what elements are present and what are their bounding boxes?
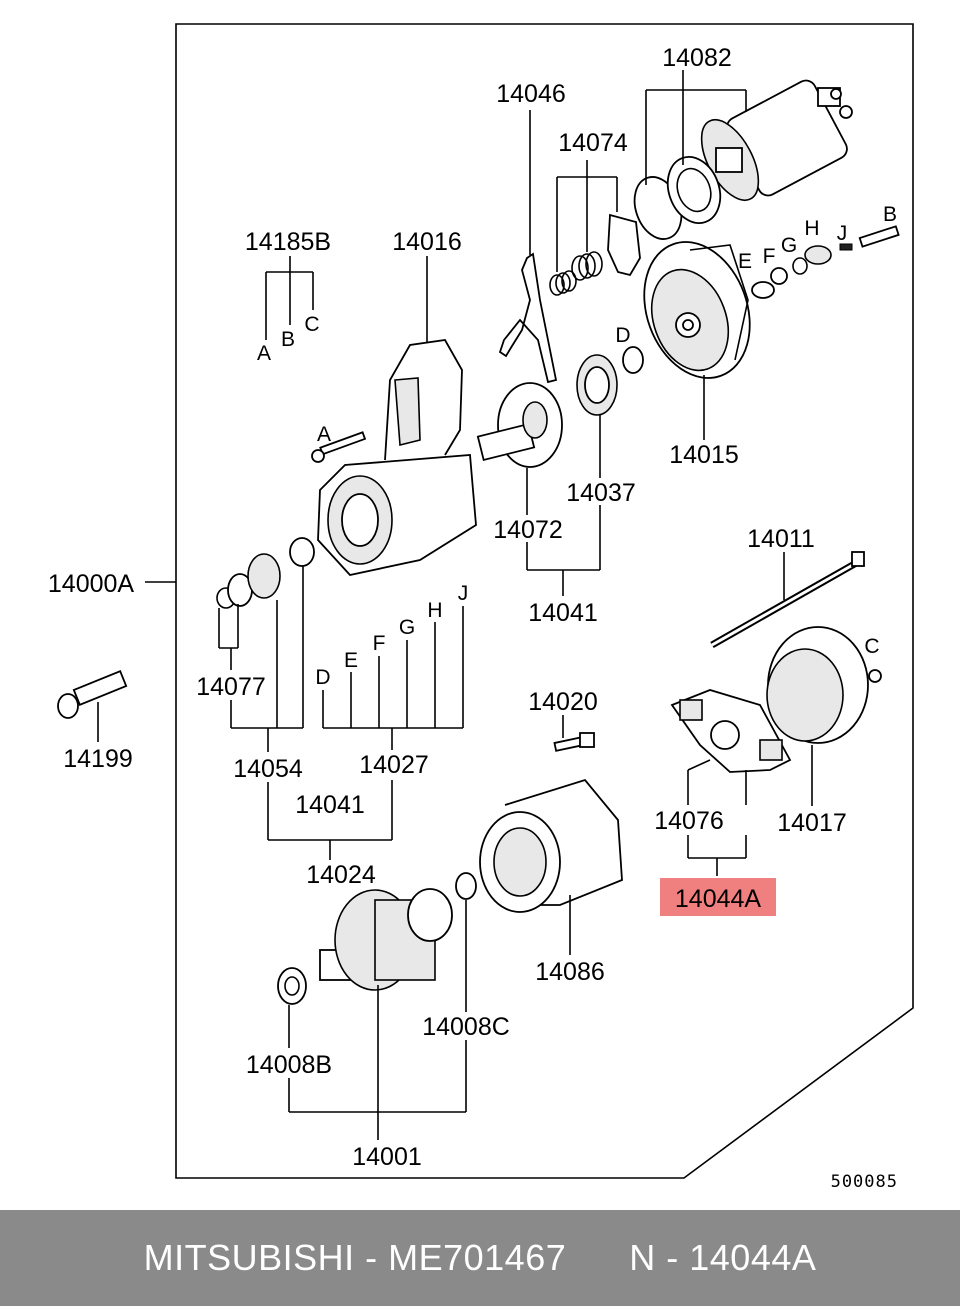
label-14041-mid[interactable]: 14041 <box>528 599 598 627</box>
label-14185B[interactable]: 14185B <box>245 228 331 256</box>
diagram-code: 500085 <box>831 1172 898 1192</box>
through-bolt-drawing <box>710 551 865 649</box>
label-j-right[interactable]: J <box>837 222 848 245</box>
spring-drawing <box>549 213 641 296</box>
label-a-top[interactable]: A <box>257 342 271 365</box>
label-14008C[interactable]: 14008C <box>422 1013 510 1041</box>
label-14044A[interactable]: 14044A <box>675 885 762 913</box>
label-14015[interactable]: 14015 <box>669 441 739 469</box>
diagram-frame <box>175 23 914 1179</box>
yoke-drawing <box>479 778 623 913</box>
label-14017[interactable]: 14017 <box>777 809 847 837</box>
label-14000A[interactable]: 14000A <box>48 570 135 598</box>
label-d-washer[interactable]: D <box>615 324 630 347</box>
label-j-list[interactable]: J <box>458 582 469 605</box>
brand-part-number: MITSUBISHI - ME701467 <box>143 1237 567 1278</box>
label-14041-low[interactable]: 14041 <box>295 791 365 819</box>
label-14020[interactable]: 14020 <box>528 688 598 716</box>
diagram-reference: N - 14044A <box>629 1237 817 1278</box>
label-e-list[interactable]: E <box>344 649 358 672</box>
label-14077[interactable]: 14077 <box>196 673 266 701</box>
label-f-list[interactable]: F <box>373 632 386 655</box>
clutch-parts-drawing <box>216 537 315 609</box>
label-b-right[interactable]: B <box>883 203 897 226</box>
small-parts-drawing <box>751 225 900 299</box>
label-14008B[interactable]: 14008B <box>246 1051 332 1079</box>
label-14016[interactable]: 14016 <box>392 228 462 256</box>
label-h-right[interactable]: H <box>804 217 819 240</box>
parts-diagram: 14082 14046 14074 14185B 14016 A B C A B… <box>48 23 914 1192</box>
label-14076[interactable]: 14076 <box>654 807 724 835</box>
label-14001[interactable]: 14001 <box>352 1143 422 1171</box>
label-14054[interactable]: 14054 <box>233 755 303 783</box>
part-info-footer: MITSUBISHI - ME701467 N - 14044A <box>0 1210 960 1306</box>
bolt-a-drawing <box>311 431 367 463</box>
label-14011[interactable]: 14011 <box>747 525 815 553</box>
label-14199[interactable]: 14199 <box>63 745 133 773</box>
label-14074[interactable]: 14074 <box>558 129 628 157</box>
label-14082[interactable]: 14082 <box>662 44 732 72</box>
footer-spacer <box>566 1237 629 1279</box>
label-g-list[interactable]: G <box>399 616 415 639</box>
lever-drawing <box>498 252 558 384</box>
label-14086[interactable]: 14086 <box>535 958 605 986</box>
gear-drawing <box>576 346 644 416</box>
leader-lines <box>97 70 813 1140</box>
gasket-drawings <box>633 156 722 240</box>
bolt-14199-drawing <box>57 670 128 719</box>
front-housing-drawing <box>643 241 751 379</box>
label-h-list[interactable]: H <box>427 599 442 622</box>
label-14046[interactable]: 14046 <box>496 80 566 108</box>
rear-cover-drawing <box>766 626 882 744</box>
pinion-drawing <box>476 382 563 468</box>
terminal-drawing <box>553 732 595 752</box>
label-b-top[interactable]: B <box>281 328 295 351</box>
label-14024[interactable]: 14024 <box>306 861 376 889</box>
label-c-cap[interactable]: C <box>864 635 879 658</box>
label-14037[interactable]: 14037 <box>566 479 636 507</box>
label-a-bolt[interactable]: A <box>317 423 331 446</box>
highlight-box <box>660 878 776 916</box>
label-c-top[interactable]: C <box>304 313 319 336</box>
label-d-list[interactable]: D <box>315 666 330 689</box>
armature-drawing <box>277 872 477 1005</box>
label-g-right[interactable]: G <box>781 234 797 257</box>
label-14072[interactable]: 14072 <box>493 516 563 544</box>
label-e-right[interactable]: E <box>738 250 752 273</box>
brush-holder-drawing <box>670 689 792 773</box>
main-housing-drawing <box>317 339 477 576</box>
label-14027[interactable]: 14027 <box>359 751 429 779</box>
label-f-right[interactable]: F <box>763 245 776 268</box>
